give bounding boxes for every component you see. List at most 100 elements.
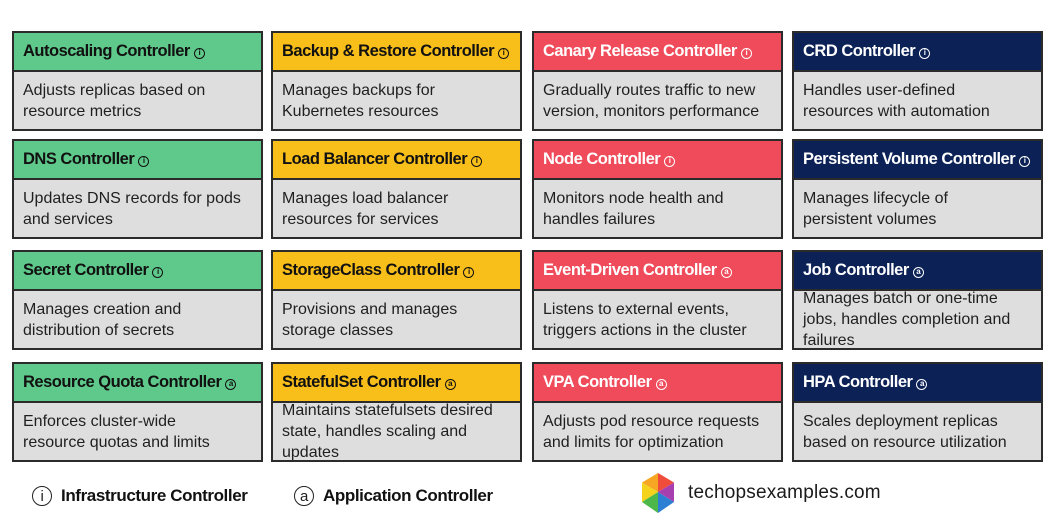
card-title: StorageClass Controller [282, 261, 460, 279]
card-description: Handles user-defined resources with autom… [794, 72, 1041, 129]
application-icon: a [720, 266, 732, 278]
description-line: Manages load balancer [282, 189, 449, 207]
description-line: Adjusts pod resource requests [543, 412, 760, 430]
description-line: Manages batch or one-time [803, 291, 998, 307]
card-title: Load Balancer Controller [282, 150, 468, 168]
card-description: Maintains statefulsets desired state, han… [273, 403, 520, 460]
card-description: Manages batch or one-time jobs, handles c… [794, 291, 1041, 348]
description-line: Handles user-defined [803, 81, 956, 99]
card-description: Adjusts replicas based on resource metric… [14, 72, 261, 129]
infrastructure-icon: i [193, 47, 205, 59]
brand: techopsexamples.com [640, 473, 881, 513]
legend-application: a Application Controller [294, 482, 493, 510]
description-line: jobs, handles completion and [803, 311, 1011, 328]
infrastructure-icon: i [740, 47, 752, 59]
description-line: Scales deployment replicas [803, 412, 998, 430]
legend-infrastructure: i Infrastructure Controller [32, 482, 248, 510]
description-line: resources with automation [803, 102, 990, 120]
infrastructure-icon: i [471, 155, 483, 167]
card-description: Manages lifecycle of persistent volumes [794, 180, 1041, 237]
description-line: storage classes [282, 321, 394, 339]
card-title: HPA Controller [803, 373, 913, 391]
infrastructure-icon: i [498, 47, 510, 59]
description-line: resources for services [282, 210, 439, 228]
card-title: StatefulSet Controller [282, 373, 441, 391]
application-icon: a [225, 378, 237, 390]
card-description: Provisions and manages storage classes [273, 291, 520, 348]
description-line: Adjusts replicas based on [23, 81, 206, 99]
card-title: Canary Release Controller [543, 42, 737, 60]
description-line: Maintains statefulsets desired [282, 403, 493, 419]
card-title: Job Controller [803, 261, 909, 279]
description-line: Manages backups for [282, 81, 435, 99]
description-line: Manages creation and [23, 300, 182, 318]
legend-application-label: Application Controller [323, 486, 493, 505]
card-title: Persistent Volume Controller [803, 150, 1016, 168]
description-line: and services [23, 210, 113, 228]
description-line: and limits for optimization [543, 433, 724, 451]
application-icon: a [912, 266, 924, 278]
description-line: Listens to external events, [543, 300, 729, 318]
infrastructure-icon: i [138, 155, 150, 167]
description-line: based on resource utilization [803, 433, 1007, 451]
brand-name: techopsexamples.com [688, 482, 881, 503]
description-line: persistent volumes [803, 210, 937, 228]
application-icon: a [655, 378, 667, 390]
card-title: Resource Quota Controller [23, 373, 222, 391]
description-line: Provisions and manages [282, 300, 458, 318]
hexagon-cube-logo-icon [642, 473, 674, 513]
card-title: VPA Controller [543, 373, 652, 391]
card-description: Manages load balancer resources for servi… [273, 180, 520, 237]
description-line: updates [282, 444, 339, 460]
legend-infrastructure-label: Infrastructure Controller [61, 486, 248, 505]
card-title: Backup & Restore Controller [282, 42, 495, 60]
card-description: Scales deployment replicas based on resou… [794, 403, 1041, 460]
description-line: state, handles scaling and [282, 423, 468, 440]
description-line: Enforces cluster-wide [23, 412, 176, 430]
description-line: Manages lifecycle of [803, 189, 948, 207]
card-title: CRD Controller [803, 42, 916, 60]
description-line: Gradually routes traffic to new [543, 81, 756, 99]
card-title: Secret Controller [23, 261, 149, 279]
description-line: resource quotas and limits [23, 433, 210, 451]
card-title: DNS Controller [23, 150, 135, 168]
description-line: triggers actions in the cluster [543, 321, 747, 339]
description-line: resource metrics [23, 102, 142, 120]
infrastructure-icon: i [1019, 155, 1031, 167]
description-line: handles failures [543, 210, 656, 228]
